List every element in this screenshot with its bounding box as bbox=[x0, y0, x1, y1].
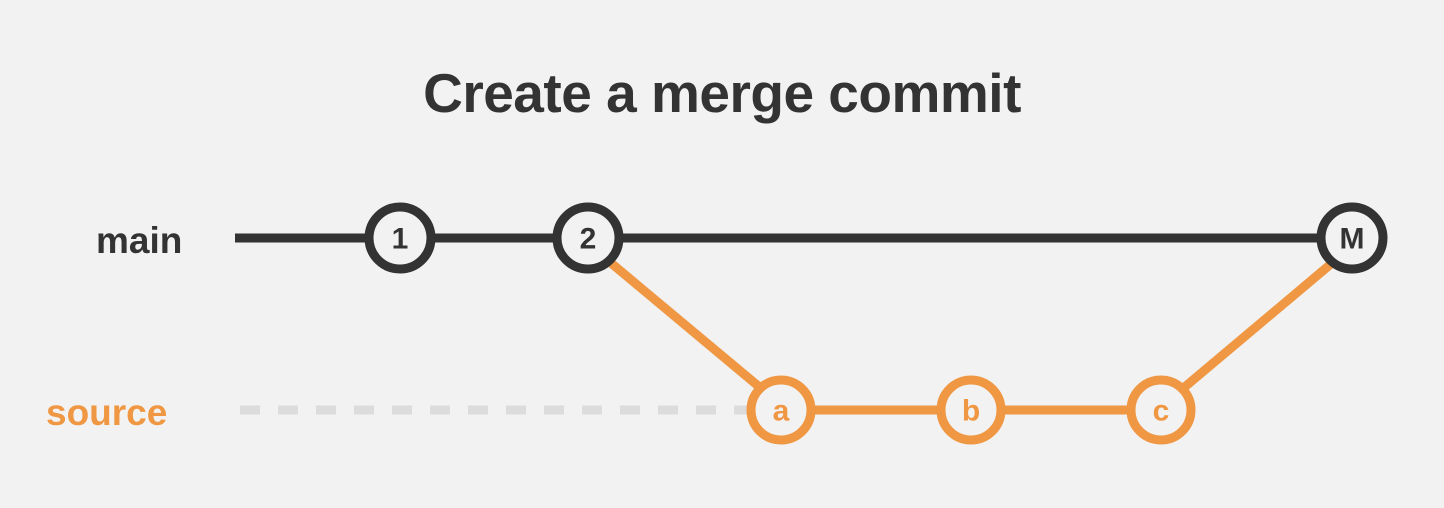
commit-node-1[interactable]: 1 bbox=[364, 202, 436, 274]
commit-node-circle bbox=[364, 202, 436, 274]
branch-2-to-a bbox=[602, 254, 772, 399]
commit-node-label: M bbox=[1340, 223, 1365, 256]
merge-c-to-M bbox=[1171, 254, 1341, 400]
nodes-group: 1 2 Ma b c bbox=[364, 202, 1388, 445]
commit-node-circle bbox=[1316, 202, 1388, 274]
edges-group bbox=[400, 233, 1352, 415]
commit-node-circle bbox=[936, 375, 1006, 445]
commit-node-label: b bbox=[962, 395, 980, 428]
commit-node-label: a bbox=[773, 395, 790, 428]
commit-node-circle bbox=[1126, 375, 1196, 445]
commit-node-a[interactable]: a bbox=[746, 375, 816, 445]
commit-node-circle bbox=[746, 375, 816, 445]
main-branch-label: main bbox=[96, 220, 182, 261]
source-branch-label: source bbox=[46, 392, 167, 433]
commit-node-c[interactable]: c bbox=[1126, 375, 1196, 445]
commit-node-m[interactable]: M bbox=[1316, 202, 1388, 274]
commit-node-label: c bbox=[1153, 395, 1170, 428]
commit-node-2[interactable]: 2 bbox=[552, 202, 624, 274]
commit-node-label: 2 bbox=[580, 223, 597, 256]
page-title: Create a merge commit bbox=[423, 62, 1021, 124]
commit-node-circle bbox=[552, 202, 624, 274]
commit-node-b[interactable]: b bbox=[936, 375, 1006, 445]
commit-node-label: 1 bbox=[392, 223, 409, 256]
